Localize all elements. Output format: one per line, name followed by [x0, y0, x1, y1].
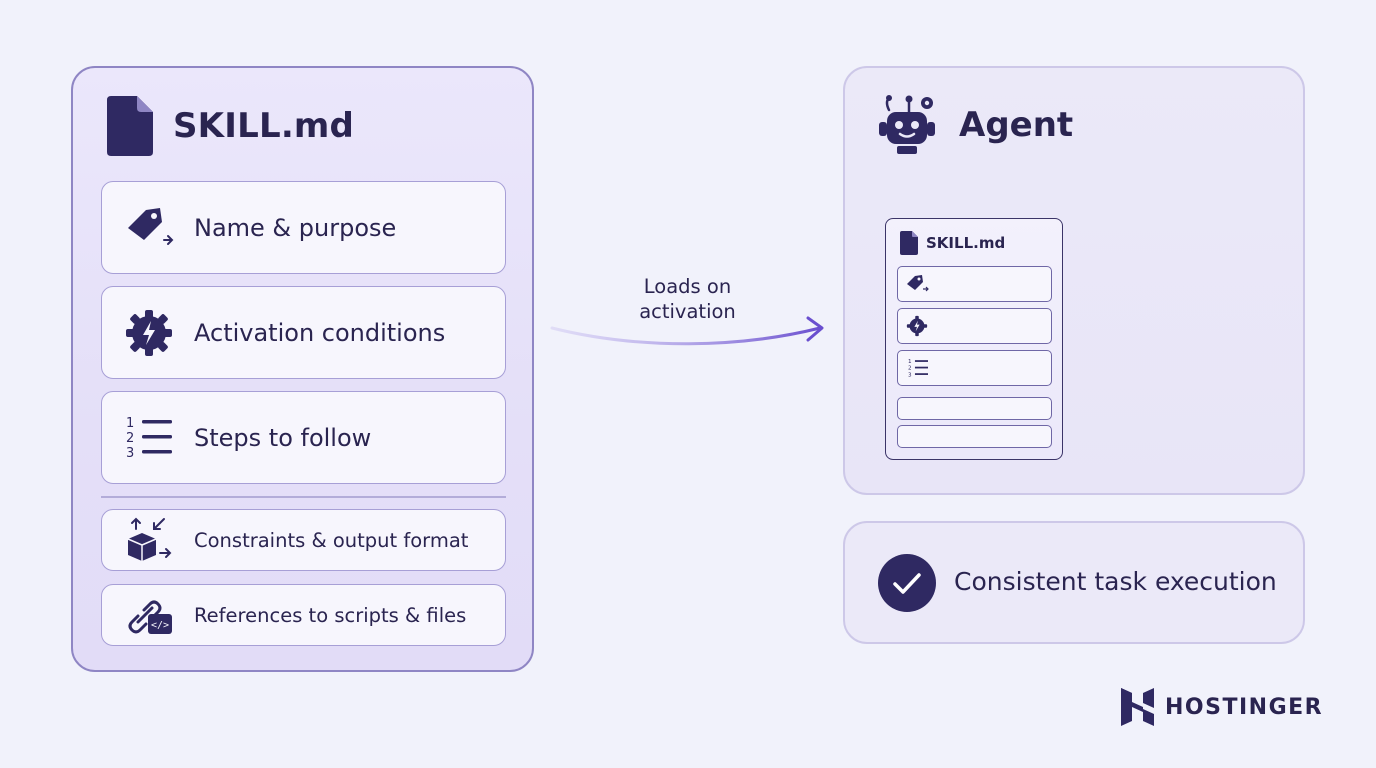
section-divider: [101, 496, 506, 498]
svg-text:1: 1: [126, 416, 134, 431]
mini-row-blank-1: [897, 397, 1052, 420]
link-code-icon: </>: [128, 600, 172, 634]
connector-label-line1: Loads on: [643, 275, 732, 298]
skill-header: SKILL.md: [107, 96, 354, 156]
activation-arrowhead: [806, 316, 824, 342]
card-label: Activation conditions: [194, 318, 446, 347]
svg-text:</>: </>: [151, 620, 169, 631]
card-label: Constraints & output format: [194, 528, 469, 552]
document-icon: [107, 96, 153, 156]
box-arrows-icon: [127, 517, 172, 561]
card-name-purpose: Name & purpose: [101, 181, 506, 274]
svg-text:2: 2: [908, 366, 912, 372]
tag-icon: [128, 207, 174, 245]
card-label: References to scripts & files: [194, 603, 467, 627]
svg-text:2: 2: [126, 431, 134, 446]
card-steps: 1 2 3 Steps to follow: [101, 391, 506, 484]
skill-title: SKILL.md: [173, 106, 355, 146]
result-panel: Consistent task execution: [843, 521, 1305, 644]
numbered-list-icon: 1 2 3: [908, 359, 928, 378]
check-icon: [878, 554, 936, 612]
result-label: Consistent task execution: [954, 567, 1277, 596]
skill-panel: SKILL.md Name & purpose Activation co: [71, 66, 534, 672]
gear-bolt-icon: [126, 309, 172, 356]
card-label: Name & purpose: [194, 213, 397, 242]
numbered-list-icon: 1 2 3: [126, 416, 172, 461]
brand-name: HOSTINGER: [1165, 694, 1324, 720]
hostinger-logo-icon: [1121, 688, 1154, 726]
tag-icon: [907, 275, 929, 292]
card-constraints: Constraints & output format: [101, 509, 506, 571]
activation-arrow: [550, 326, 822, 346]
svg-text:1: 1: [908, 359, 912, 365]
mini-row-gear: [897, 308, 1052, 344]
agent-title: Agent: [959, 105, 1074, 145]
document-icon: [900, 231, 918, 255]
mini-doc-header: SKILL.md: [900, 231, 1005, 255]
svg-text:3: 3: [126, 446, 134, 461]
card-label: Steps to follow: [194, 423, 372, 452]
connector-label: Loads on activation: [605, 274, 770, 324]
robot-icon: [879, 95, 935, 154]
card-activation-conditions: Activation conditions: [101, 286, 506, 379]
gear-bolt-icon: [906, 315, 928, 337]
agent-header: Agent: [875, 94, 1073, 156]
connector-label-line2: activation: [639, 300, 736, 323]
mini-row-list: 1 2 3: [897, 350, 1052, 386]
brand-logo: HOSTINGER: [1121, 688, 1323, 726]
mini-row-blank-2: [897, 425, 1052, 448]
mini-row-tag: [897, 266, 1052, 302]
svg-text:3: 3: [908, 372, 912, 378]
mini-doc-title: SKILL.md: [926, 234, 1006, 252]
card-references: </> References to scripts & files: [101, 584, 506, 646]
mini-skill-document: SKILL.md 1 2 3: [885, 218, 1063, 460]
